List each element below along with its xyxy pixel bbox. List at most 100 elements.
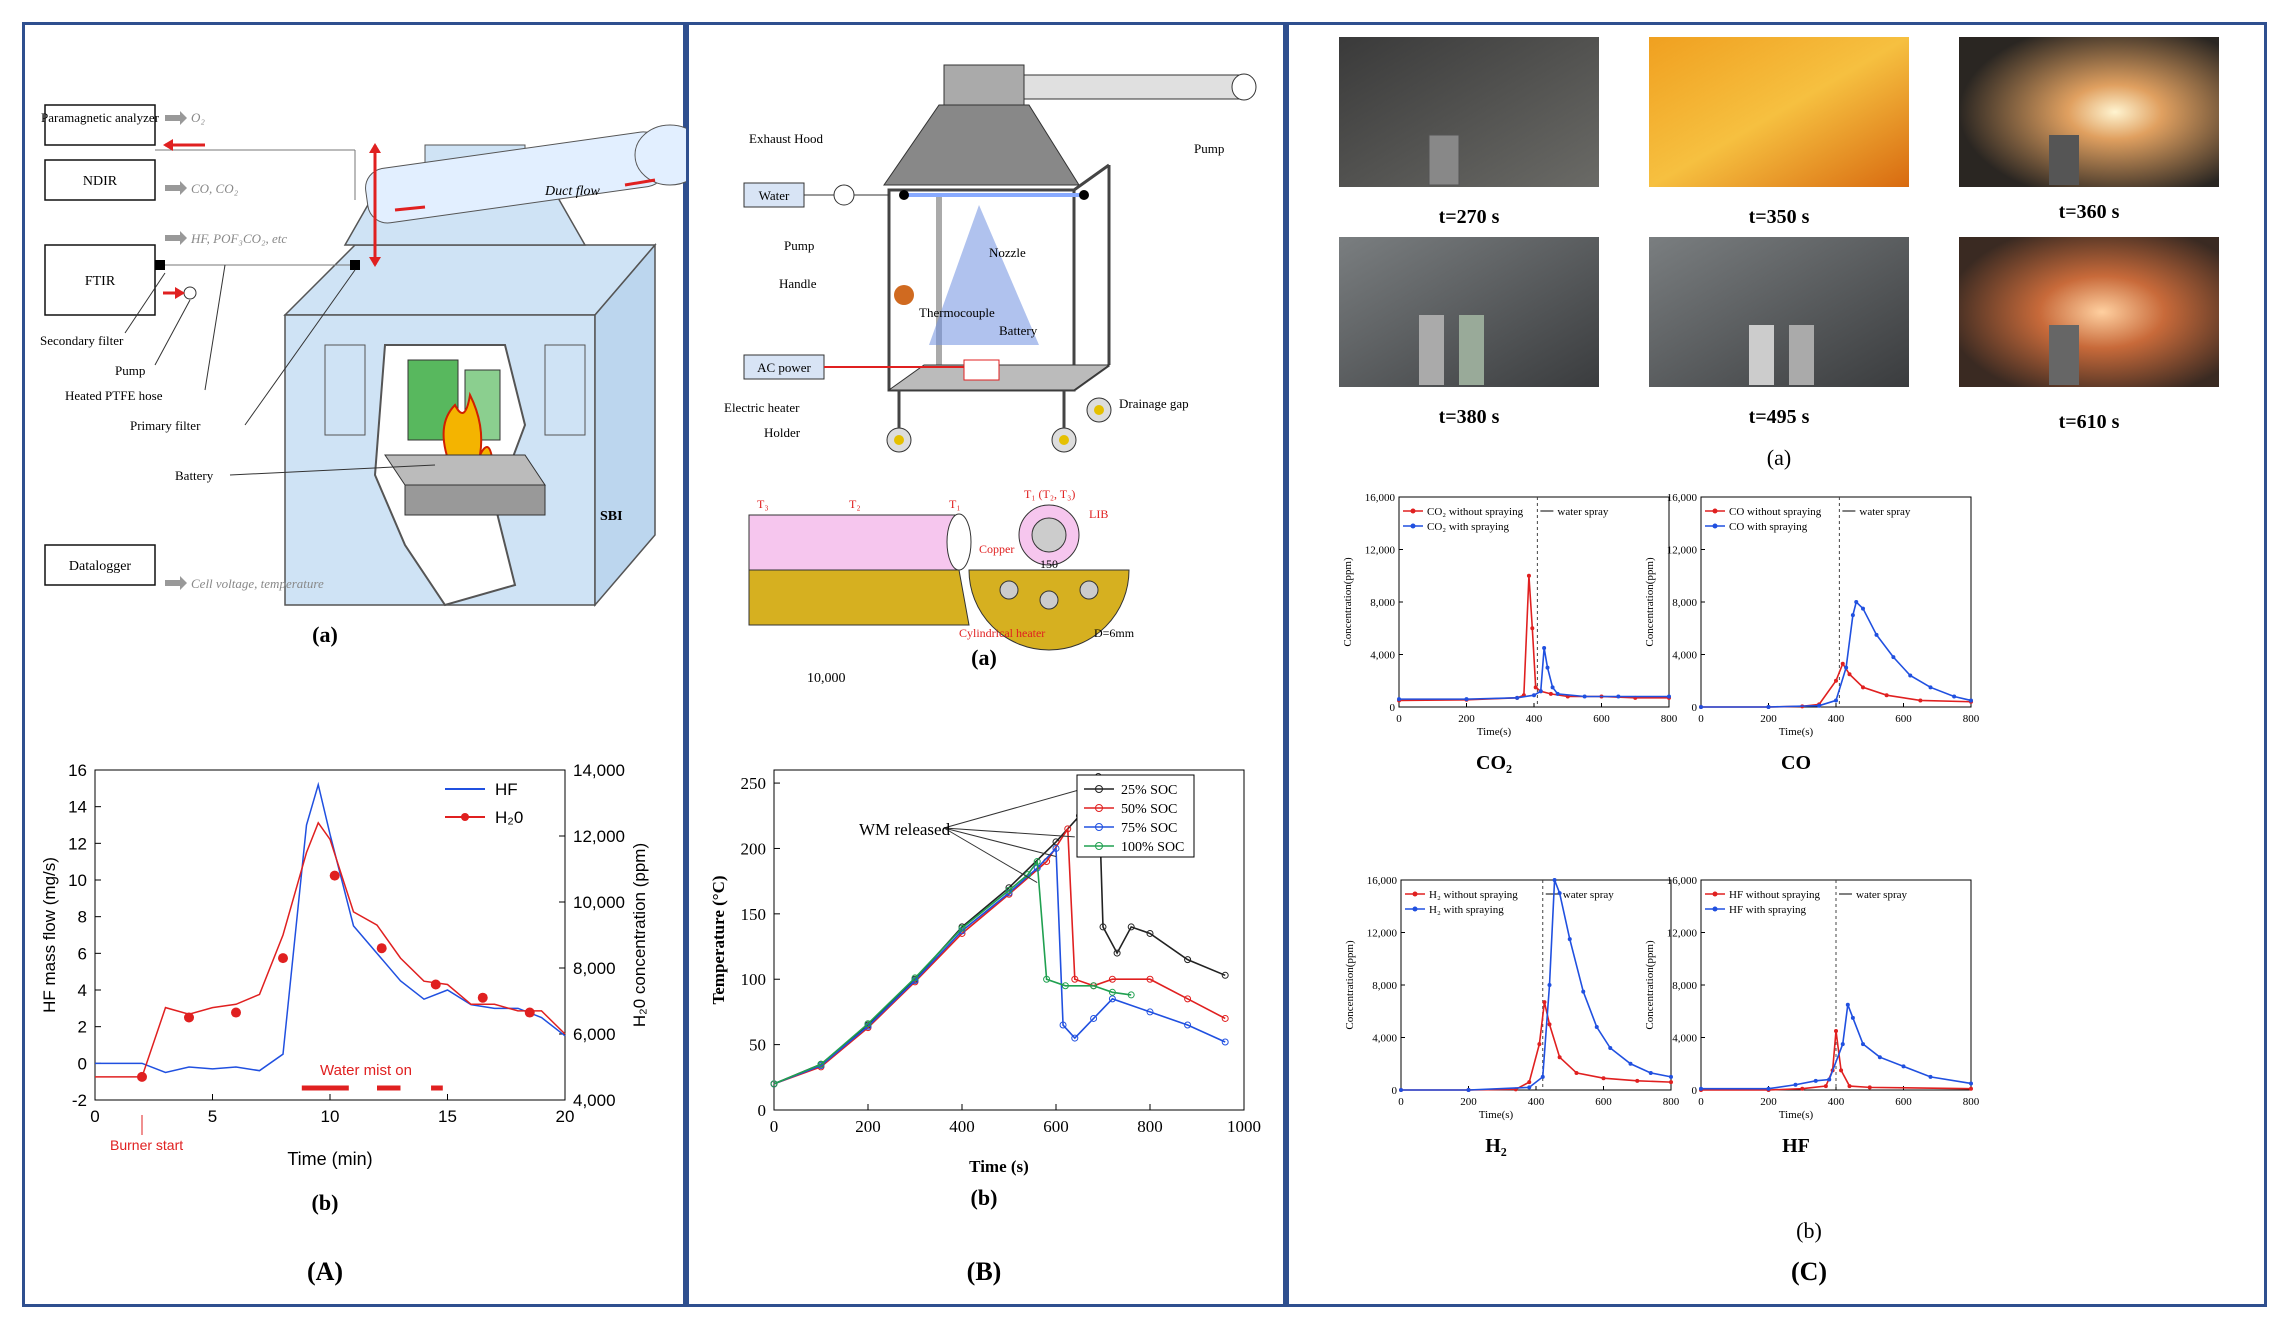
x-tick-label: 20	[556, 1107, 575, 1126]
pump-b-label: Pump	[784, 238, 814, 253]
gas-series-point	[1845, 1002, 1850, 1007]
gas-legend-label: CO₂ with spraying	[1427, 521, 1510, 533]
gas-series-point	[1582, 694, 1587, 699]
figure-label-b-a: (a)	[971, 645, 997, 670]
water-label: Water	[759, 188, 790, 203]
series-point-1	[1064, 825, 1072, 833]
gas-series-point	[1813, 1078, 1818, 1083]
wm-arrow	[943, 827, 1038, 884]
series-hf-line	[95, 781, 566, 1074]
secondary-filter-label: Secondary filter	[40, 333, 124, 348]
gas-series-point	[1397, 697, 1401, 702]
gas-series-point	[1874, 632, 1879, 637]
gas-legend-label: HF without spraying	[1729, 889, 1821, 901]
gas-series-point	[1847, 1084, 1852, 1089]
gas-series-point	[1548, 691, 1553, 696]
panel-a-svg: Paramagnetic analyzer NDIR FTIR Datalogg…	[40, 104, 689, 1286]
gas-series-point	[1540, 1074, 1545, 1079]
y-tick-label: 4	[78, 981, 87, 1000]
gas-legend-marker	[1712, 891, 1718, 897]
water-spray-label: water spray	[1557, 506, 1609, 518]
wm-released-label: WM released	[859, 820, 951, 839]
x-tick-label: 800	[1663, 1096, 1680, 1108]
gas-legend-label: H₂ without spraying	[1429, 889, 1518, 901]
x-tick-label: 5	[208, 1107, 217, 1126]
series-point-3	[1108, 988, 1116, 996]
series-point-2	[1090, 1014, 1098, 1022]
photo-1-label: t=270 s	[1439, 206, 1500, 228]
y-tick-label: 0	[1390, 702, 1396, 714]
legend-marker-1	[1095, 804, 1103, 812]
conc-label: Concentration(ppm)	[1644, 940, 1656, 1030]
y-tick-label: 100	[741, 970, 767, 989]
legend-label-0: 25% SOC	[1121, 783, 1177, 798]
o2-label: O₂	[191, 110, 205, 125]
gas-series-point	[1557, 1055, 1562, 1060]
co-label: CO, CO₂	[191, 181, 239, 196]
gas-series-point	[1928, 1074, 1933, 1079]
gas-series-point	[1969, 698, 1973, 703]
series-point-3	[1127, 991, 1135, 999]
x-tick-label: 400	[1528, 1096, 1545, 1108]
photo-6-label: t=610 s	[2059, 411, 2120, 433]
gas-series-point	[1699, 1086, 1703, 1091]
series-point-0	[1099, 923, 1107, 931]
panel-c: t=270 s t=350 s t=360 s t=380 s t=495 s …	[1286, 22, 2267, 1307]
x-tick-label: 0	[770, 1117, 779, 1136]
y-tick-label: 4,000	[1672, 1033, 1697, 1045]
series-point-3	[1043, 975, 1051, 983]
ftir-label: FTIR	[85, 274, 116, 289]
series-point-1	[1184, 995, 1192, 1003]
x-tick-label: 0	[90, 1107, 99, 1126]
burner-start-label: Burner start	[110, 1137, 183, 1153]
figure-label-a: (a)	[312, 622, 338, 647]
x-tick-label: 0	[1398, 1096, 1404, 1108]
y-tick-label: 12,000	[1667, 928, 1698, 940]
y-tick-label: 16,000	[1667, 492, 1698, 504]
series-point-1	[1108, 975, 1116, 983]
chart-a-ylabel: HF mass flow (mg/s)	[40, 857, 59, 1013]
gas-series-point	[1555, 691, 1560, 696]
gas-series-point	[1847, 672, 1852, 677]
panel-c-svg: t=270 s t=350 s t=360 s t=380 s t=495 s …	[1339, 37, 2219, 1286]
primary-filter-label: Primary filter	[130, 418, 201, 433]
y-tick-label: 8	[78, 908, 87, 927]
gas-legend-marker	[1410, 523, 1416, 529]
series-point-1	[1146, 975, 1154, 983]
h2o-point	[524, 1007, 535, 1018]
drainage-gap-label: Drainage gap	[1119, 396, 1189, 411]
y-tick-label: 8,000	[1672, 597, 1697, 609]
gas-series-line	[1701, 600, 1972, 708]
series-point-2	[1071, 1034, 1079, 1042]
thermocouple-label: Thermocouple	[919, 305, 995, 320]
photo-5	[1649, 237, 1909, 387]
gas-series-point	[1515, 695, 1520, 700]
x-tick-label: 10	[321, 1107, 340, 1126]
t1-label: T₁	[949, 497, 961, 511]
time-label: Time(s)	[1479, 1109, 1514, 1121]
y-tick-label: 16,000	[1667, 875, 1698, 887]
gas-legend-label: CO without spraying	[1729, 506, 1822, 518]
y2-tick-label: 14,000	[573, 761, 625, 780]
x-tick-label: 600	[1895, 713, 1912, 725]
gas-series-point	[1823, 1084, 1828, 1089]
y-tick-label: 50	[749, 1036, 766, 1055]
copper-label: Copper	[979, 542, 1014, 556]
gas-series-line	[1398, 575, 1669, 702]
series-point-0	[1146, 929, 1154, 937]
gas-series-point	[1840, 1042, 1845, 1047]
cylindrical-heater-label: Cylindrical heater	[959, 626, 1045, 640]
gas-series-point	[1527, 1080, 1532, 1085]
gas-series-point	[1908, 673, 1913, 678]
heated-hose-label: Heated PTFE hose	[65, 388, 163, 403]
legend-marker-2	[1095, 823, 1103, 831]
ndir-label: NDIR	[83, 174, 118, 189]
wm-arrow	[943, 827, 1057, 857]
y-tick-label: 14	[68, 798, 87, 817]
series-line-2	[773, 846, 1226, 1085]
y-tick-label: 200	[741, 839, 767, 858]
gas-series-point	[1399, 1088, 1403, 1092]
gas-series-point	[1817, 703, 1822, 708]
photo-1	[1339, 37, 1599, 187]
